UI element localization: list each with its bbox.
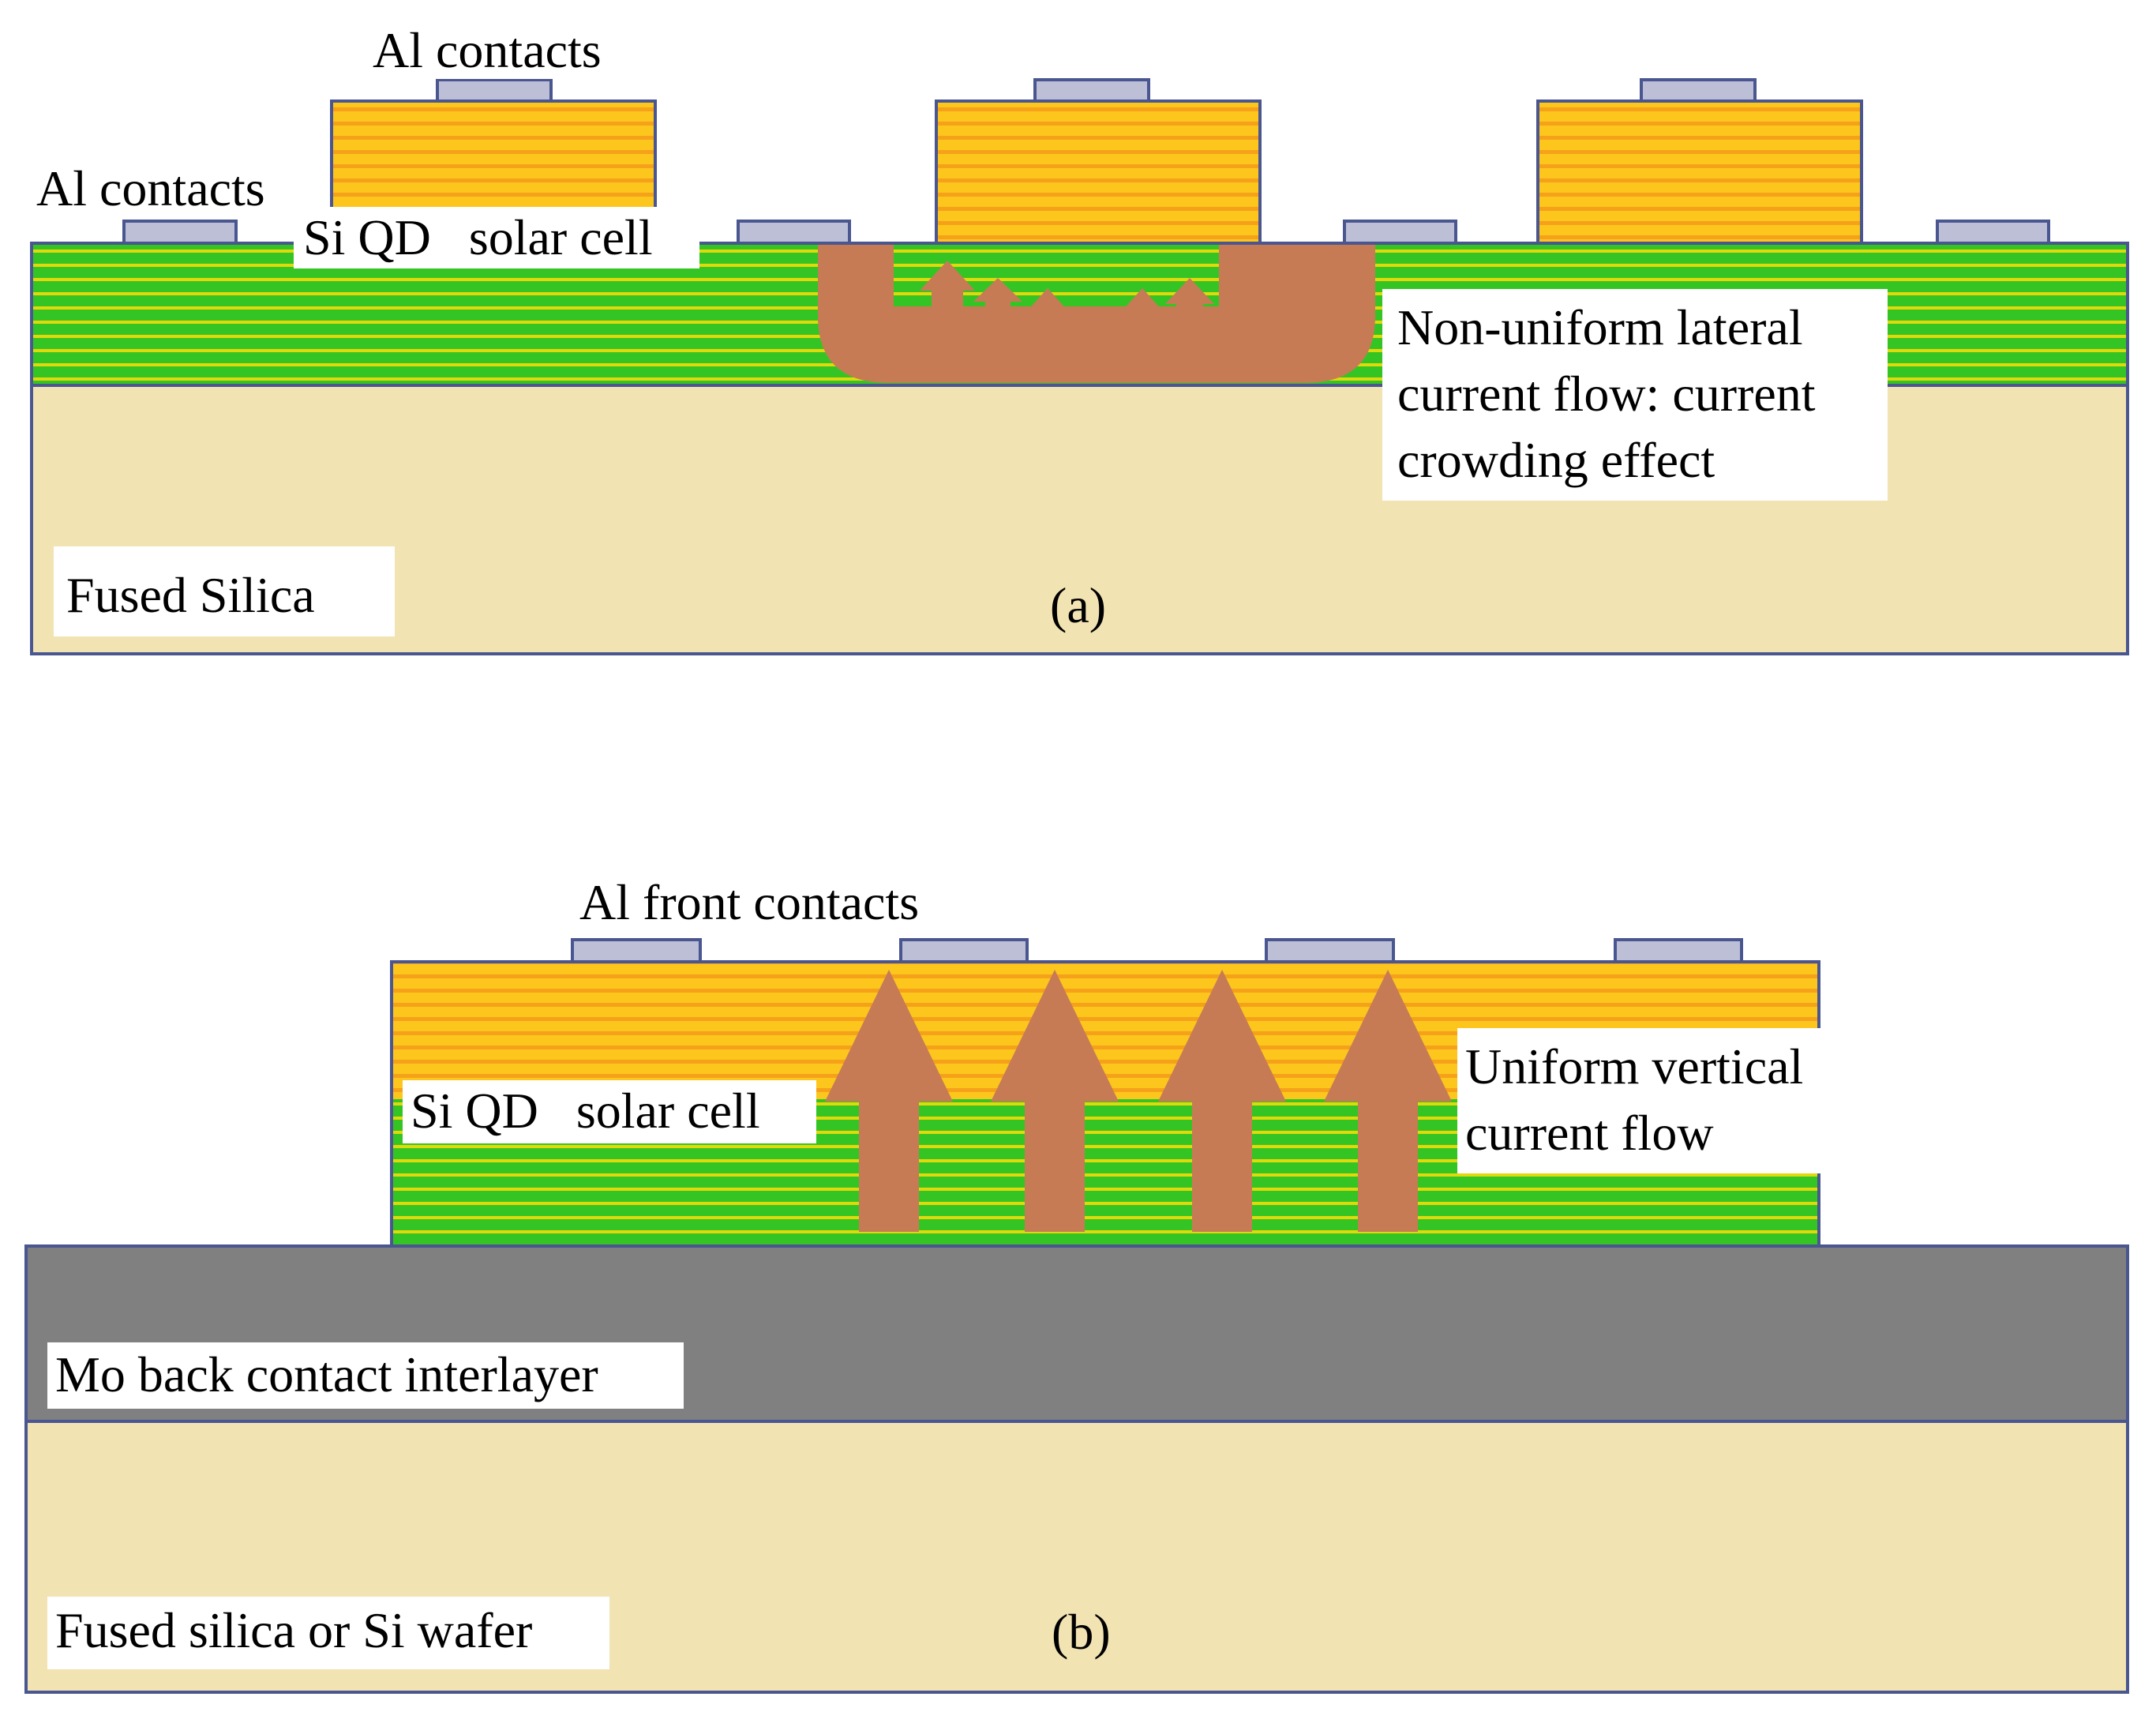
- panel-a-caption: (a): [1050, 577, 1106, 633]
- label-al-contacts-top: Al contacts: [373, 22, 602, 78]
- up-arrow-icon: [973, 278, 1022, 308]
- up-arrow-icon: [1158, 970, 1286, 1232]
- up-arrow-icon: [1026, 288, 1069, 340]
- label-al-contacts-left-group: Al contacts: [32, 158, 297, 216]
- panel-a: Al contacts Al contacts Si QD solar cell…: [30, 21, 2129, 655]
- vertical-current-arrows: [825, 970, 1452, 1232]
- al-lower-contact: [122, 220, 238, 245]
- al-lower-contact: [1343, 220, 1457, 245]
- up-arrow-icon: [920, 261, 975, 308]
- label-si-qd-solar-cell-a-group: Si QD solar cell: [294, 207, 699, 268]
- vertical-current-arrows-small: [920, 261, 1273, 347]
- up-arrow-icon: [1218, 261, 1273, 308]
- label-flow-line-3: crowding effect: [1397, 432, 1715, 488]
- label-flow-line-1: Non-uniform lateral: [1397, 299, 1803, 355]
- label-flow-line-2: current flow: current: [1397, 366, 1816, 422]
- label-al-front-contacts-group: Al front contacts: [573, 872, 968, 932]
- panel-b: Al front contacts Si QD solar cell Unifo…: [24, 872, 2129, 1694]
- up-arrow-icon: [1121, 288, 1164, 340]
- up-arrow-icon: [1165, 278, 1214, 340]
- label-fused-silica-or-si-group: Fused silica or Si wafer: [47, 1597, 609, 1669]
- label-nonuniform-flow-group: Non-uniform lateral current flow: curren…: [1382, 289, 1888, 501]
- up-arrow-icon: [991, 970, 1119, 1232]
- mesa-cell-3: [1536, 99, 1863, 245]
- al-front-contact: [899, 938, 1029, 963]
- label-mo-back-contact-group: Mo back contact interlayer: [47, 1342, 684, 1409]
- label-fused-silica-group: Fused Silica: [54, 546, 395, 636]
- al-front-contact: [571, 938, 702, 963]
- panel-b-caption: (b): [1052, 1604, 1111, 1660]
- up-arrow-icon: [1074, 306, 1116, 347]
- label-fused-silica-or-si: Fused silica or Si wafer: [55, 1602, 532, 1658]
- up-arrow-icon: [825, 970, 953, 1232]
- label-al-contacts-top-group: Al contacts: [366, 21, 636, 79]
- label-al-contacts-left: Al contacts: [36, 160, 265, 216]
- label-uniform-line-2: current flow: [1465, 1105, 1714, 1161]
- al-front-contact: [1265, 938, 1395, 963]
- label-si-qd-solar-cell-b: Si QD solar cell: [411, 1083, 760, 1139]
- al-top-contact: [1640, 78, 1757, 103]
- al-lower-contact: [1936, 220, 2050, 245]
- al-top-contact: [436, 78, 553, 103]
- label-mo-back-contact: Mo back contact interlayer: [55, 1346, 598, 1402]
- label-si-qd-solar-cell-b-group: Si QD solar cell: [403, 1080, 816, 1143]
- mesa-cell-2: [935, 99, 1262, 245]
- al-front-contact: [1614, 938, 1743, 963]
- label-al-front-contacts: Al front contacts: [579, 874, 919, 930]
- label-si-qd-solar-cell-a: Si QD solar cell: [303, 209, 653, 265]
- al-top-contact: [1033, 78, 1150, 103]
- up-arrow-icon: [1324, 970, 1452, 1232]
- label-uniform-line-1: Uniform vertical: [1465, 1038, 1803, 1094]
- label-fused-silica: Fused Silica: [66, 567, 315, 623]
- al-lower-contact: [737, 220, 851, 245]
- label-uniform-flow-group: Uniform vertical current flow: [1457, 1028, 1858, 1173]
